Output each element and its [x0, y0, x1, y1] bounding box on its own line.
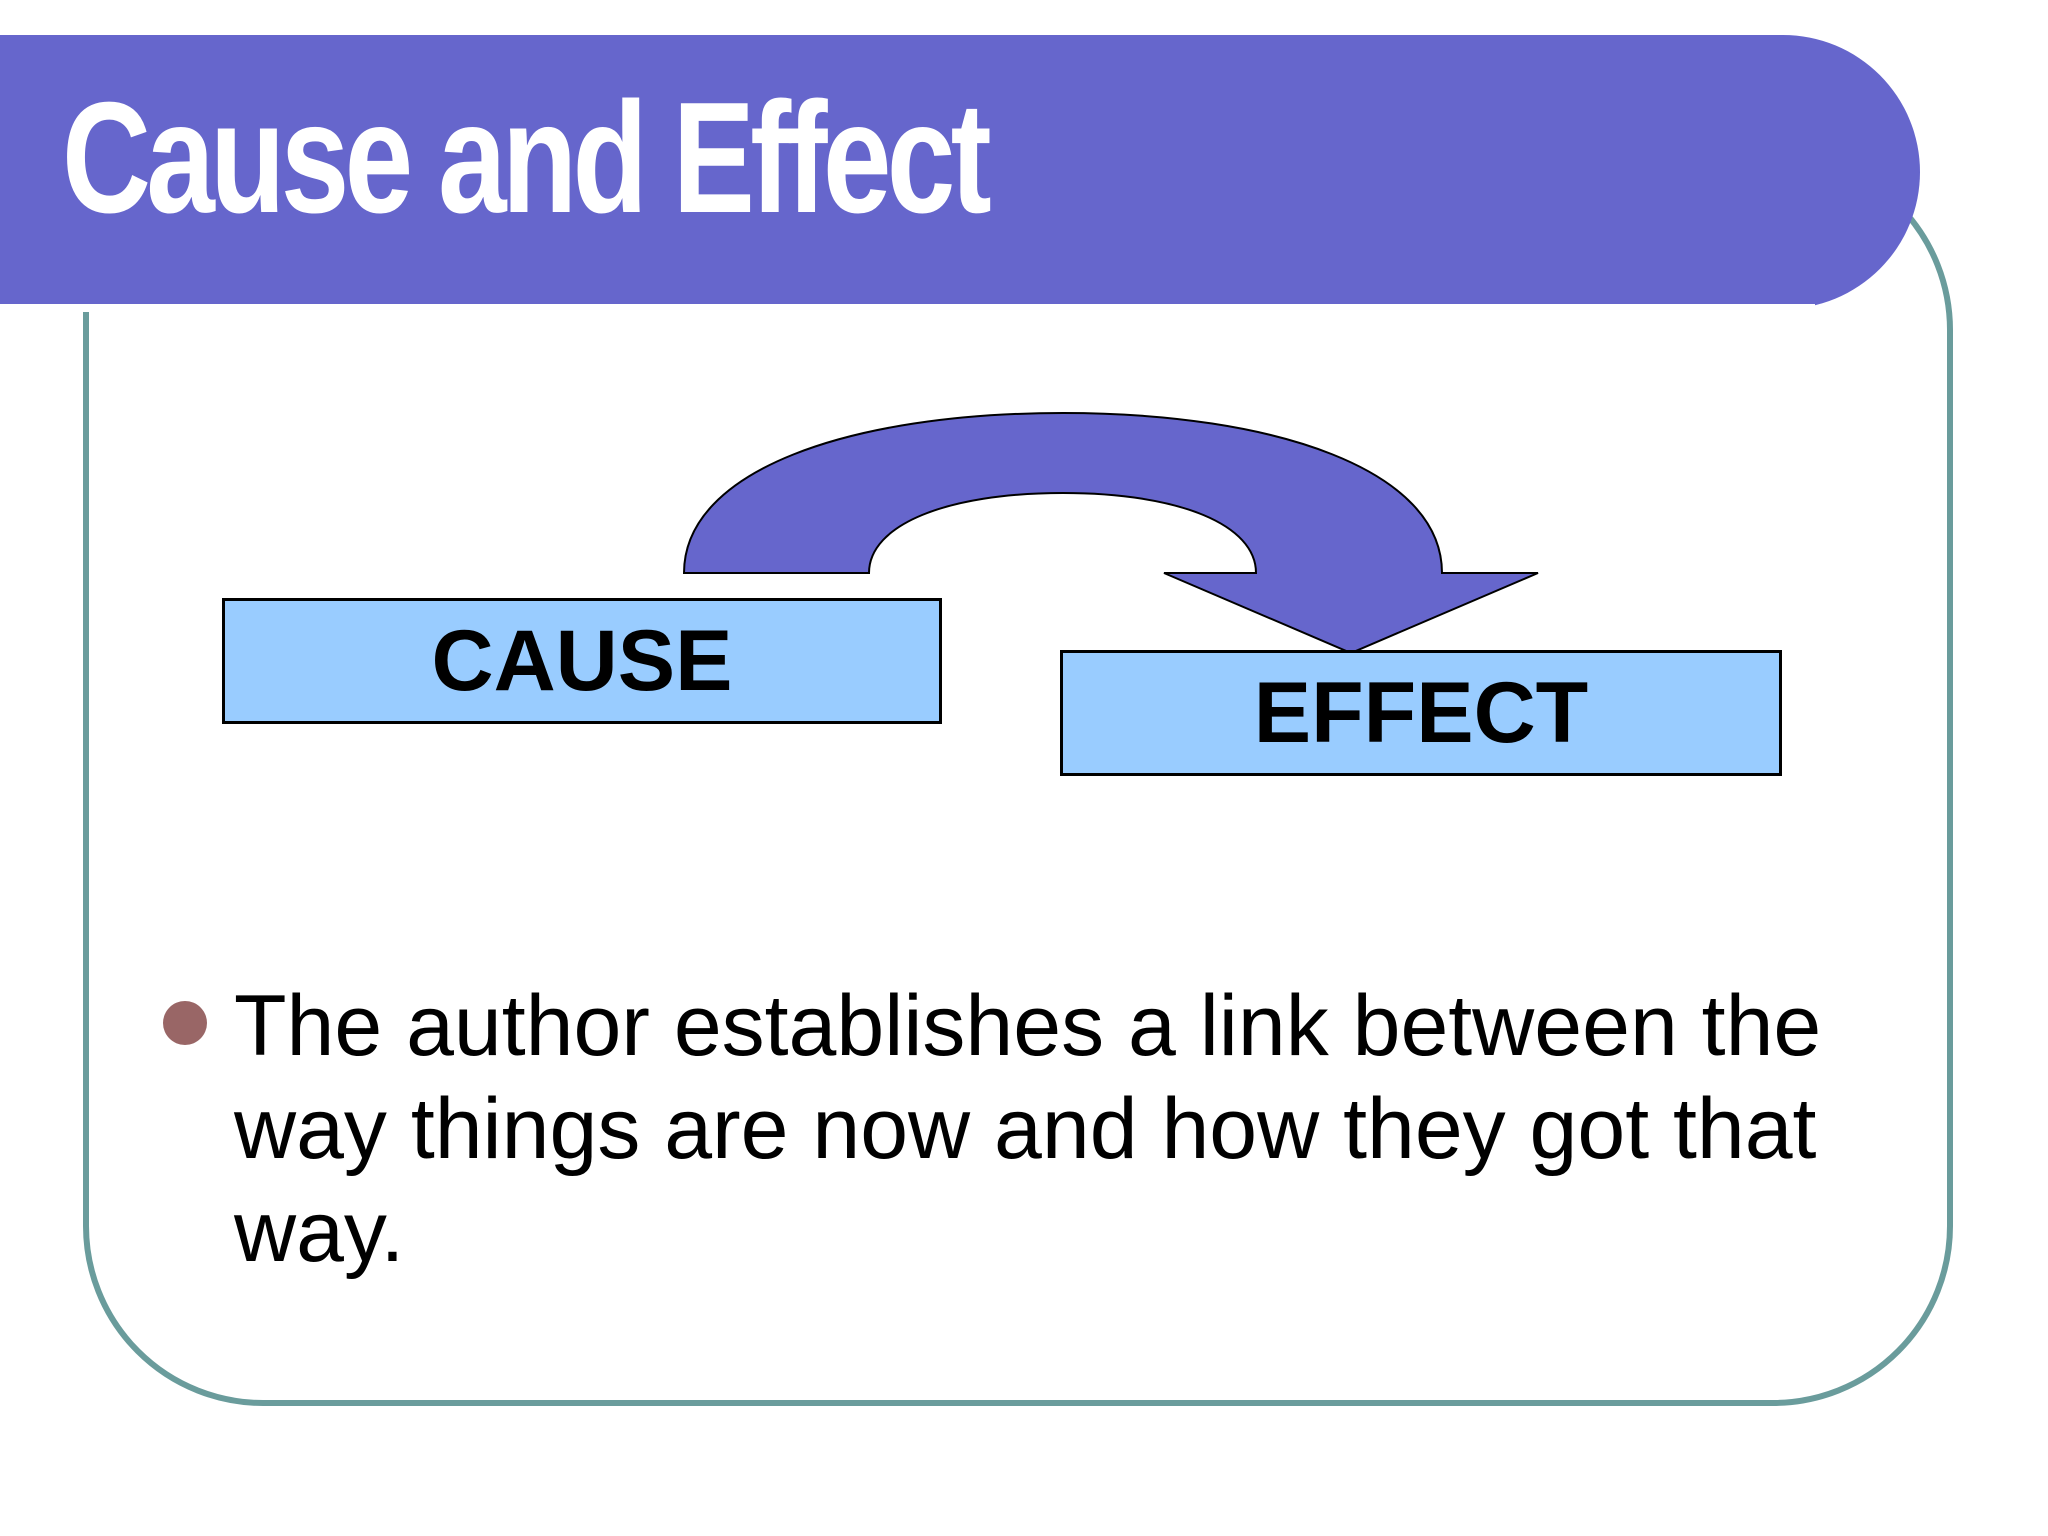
curved-arrow-icon: [682, 411, 1539, 655]
cause-box: CAUSE: [222, 598, 942, 724]
slide-title: Cause and Effect: [62, 70, 992, 246]
effect-label: EFFECT: [1253, 664, 1589, 761]
bullet-text: The author establishes a link between th…: [234, 978, 1822, 1280]
effect-box: EFFECT: [1060, 650, 1782, 776]
slide-frame: [83, 150, 1953, 1406]
title-bar: [0, 35, 1920, 312]
cause-label: CAUSE: [431, 612, 733, 709]
bullet-dot-icon: [163, 1001, 207, 1045]
title-underline: [0, 304, 1815, 312]
